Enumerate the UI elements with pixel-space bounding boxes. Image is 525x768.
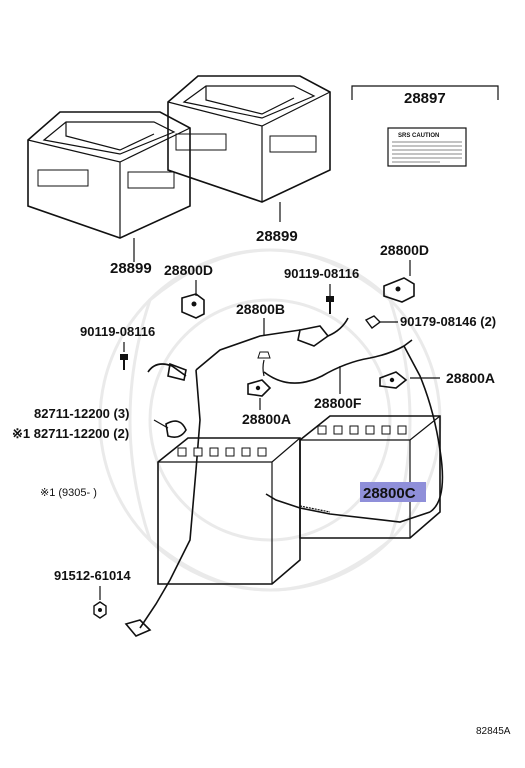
cable-f-label[interactable]: 28800F bbox=[314, 395, 362, 411]
clamp-right-label[interactable]: 28800D bbox=[380, 242, 429, 258]
battery-tray-right[interactable] bbox=[167, 75, 331, 203]
note-label: ※1 (9305- ) bbox=[40, 487, 97, 499]
nut-bottom[interactable] bbox=[93, 601, 107, 619]
cable-c-label[interactable]: 28800C bbox=[363, 485, 416, 502]
caution-group: 28897 SRS CAUTION bbox=[351, 85, 499, 167]
caution-sticker-title: SRS CAUTION bbox=[398, 133, 439, 139]
tray-right-label[interactable]: 28899 bbox=[256, 228, 298, 245]
clamp-left-label[interactable]: 28800D bbox=[164, 262, 213, 278]
battery-tray-left[interactable] bbox=[27, 111, 191, 239]
cable-a-right-label[interactable]: 28800A bbox=[446, 370, 495, 386]
diagram-code: 82845A bbox=[476, 726, 511, 737]
battery-clamp-left[interactable] bbox=[181, 293, 205, 319]
grommet-clip[interactable] bbox=[165, 420, 187, 438]
bolt-mid-label[interactable]: 90119-08116 bbox=[284, 266, 359, 281]
grommet-1-label[interactable]: 82711-12200 (3) bbox=[34, 406, 129, 421]
caution-group-label[interactable]: 28897 bbox=[404, 90, 446, 107]
grommet-2-label[interactable]: ※1 82711-12200 (2) bbox=[12, 426, 129, 441]
cable-c-highlight[interactable] bbox=[360, 482, 426, 502]
battery-front[interactable] bbox=[157, 437, 301, 585]
terminal-28800A-right[interactable] bbox=[379, 371, 408, 389]
battery-clamp-right[interactable] bbox=[383, 277, 415, 303]
cable-b-label[interactable]: 28800B bbox=[236, 301, 285, 317]
bolt-mid[interactable] bbox=[326, 296, 334, 314]
terminal-28800A-mid[interactable] bbox=[247, 351, 272, 397]
bolt-left[interactable] bbox=[120, 354, 128, 370]
ground-cable[interactable] bbox=[124, 469, 197, 637]
tray-left-label[interactable]: 28899 bbox=[110, 260, 152, 277]
cable-a-mid-label[interactable]: 28800A bbox=[242, 411, 291, 427]
battery-rear[interactable] bbox=[299, 415, 441, 539]
nut-right-label[interactable]: 90179-08146 (2) bbox=[400, 314, 496, 329]
nut-right[interactable] bbox=[364, 315, 382, 329]
cable-28800C[interactable] bbox=[265, 493, 431, 523]
caution-label-sticker[interactable] bbox=[387, 127, 467, 167]
bolt-left-label[interactable]: 90119-08116 bbox=[80, 324, 155, 339]
nut-bottom-label[interactable]: 91512-61014 bbox=[54, 568, 131, 583]
